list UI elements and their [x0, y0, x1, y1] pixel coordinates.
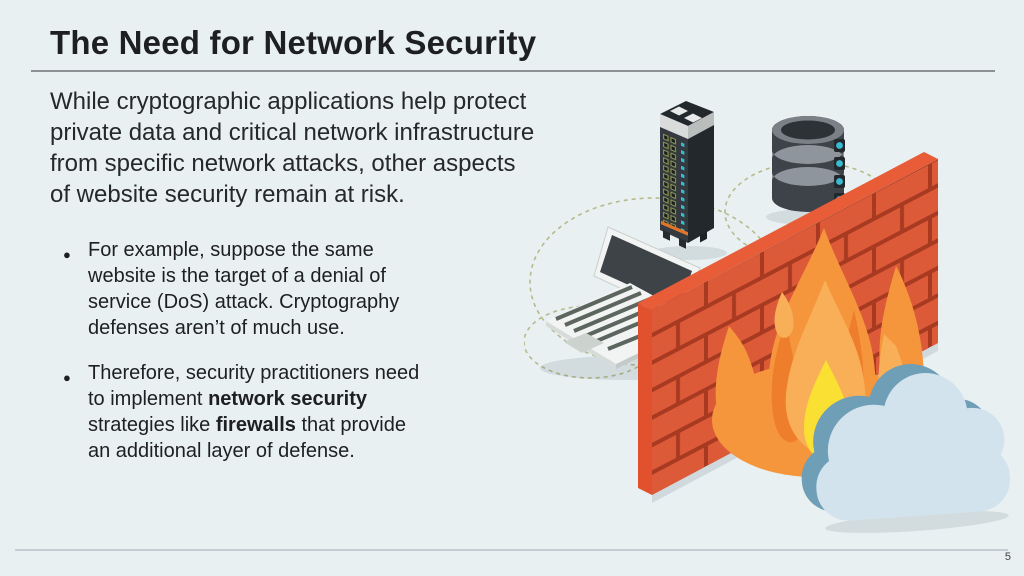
- intro-line: from specific network attacks, other asp…: [50, 150, 516, 177]
- page-number: 5: [1004, 551, 1011, 563]
- bullet-line: website is the target of a denial of: [88, 265, 386, 287]
- bullet-marker: ●: [63, 370, 71, 385]
- server-rack-icon: [660, 101, 714, 249]
- bullet-line: Therefore, security practitioners need: [88, 362, 420, 384]
- bullet-line: an additional layer of defense.: [88, 440, 355, 462]
- bullet-text-bold: network security: [208, 388, 368, 410]
- database-icon: [772, 116, 845, 212]
- intro-line: of website security remain at risk.: [50, 181, 405, 208]
- list-item: ● Therefore, security practitioners need…: [50, 360, 419, 464]
- bullet-line: For example, suppose the same: [88, 239, 374, 261]
- intro-paragraph: While cryptographic applications help pr…: [50, 86, 534, 210]
- bullet-text: that provide: [295, 414, 406, 436]
- bullet-text-bold: firewalls: [215, 414, 296, 436]
- bullet-line: service (DoS) attack. Cryptography: [88, 291, 400, 313]
- intro-line: While cryptographic applications help pr…: [50, 88, 527, 115]
- title-divider: [31, 70, 995, 72]
- bullet-line: strategies like firewalls that provide: [88, 412, 419, 438]
- cloud-icon: [801, 364, 1011, 533]
- bullet-text: to implement: [88, 388, 209, 410]
- bullet-marker: ●: [63, 247, 71, 262]
- bullet-line: to implement network security: [88, 386, 419, 412]
- intro-line: private data and critical network infras…: [50, 119, 535, 146]
- list-item: ● For example, suppose the same website …: [50, 237, 419, 341]
- laptop-trackpad: [564, 333, 604, 353]
- footer-divider: [15, 549, 1008, 551]
- bullet-line: defenses aren’t of much use.: [88, 317, 345, 339]
- bullet-list: ● For example, suppose the same website …: [50, 237, 419, 483]
- firewall-illustration: [524, 101, 1011, 533]
- bullet-text: strategies like: [88, 414, 216, 436]
- page-title: The Need for Network Security: [50, 24, 537, 61]
